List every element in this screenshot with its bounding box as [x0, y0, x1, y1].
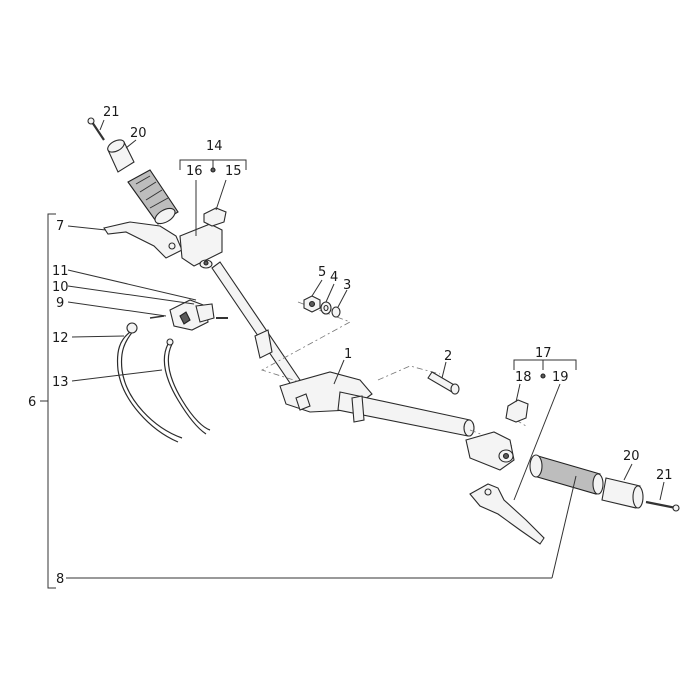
label-9: 9 — [56, 296, 64, 311]
label-13: 13 — [52, 375, 69, 390]
label-20-left: 20 — [130, 126, 147, 141]
label-10: 10 — [52, 280, 69, 295]
label-16: 16 — [186, 164, 203, 179]
label-21-left: 21 — [103, 105, 120, 120]
label-12: 12 — [52, 331, 69, 346]
part-labels: 1 2 3 4 5 6 7 8 9 10 11 12 13 14 15 16 1… — [28, 105, 673, 587]
label-18: 18 — [515, 370, 532, 385]
label-2: 2 — [444, 349, 452, 364]
label-6: 6 — [28, 395, 36, 410]
bar-end-weight-left — [107, 139, 135, 173]
label-17: 17 — [535, 346, 552, 361]
grip-left — [127, 169, 179, 225]
screw-left — [87, 117, 105, 141]
group-dot-14 — [210, 167, 216, 173]
washer-4 — [320, 301, 332, 315]
label-11: 11 — [52, 264, 69, 279]
switch-housing-left — [149, 299, 228, 331]
assembly-guide-lines — [260, 301, 527, 447]
label-14: 14 — [206, 139, 223, 154]
screw-right — [645, 500, 680, 512]
label-19: 19 — [552, 370, 569, 385]
label-7: 7 — [56, 219, 64, 234]
group-bracket-6 — [40, 213, 56, 589]
bar-end-weight-right — [601, 477, 644, 509]
brake-lever-right — [469, 483, 545, 545]
label-1: 1 — [344, 347, 352, 362]
label-20-right: 20 — [623, 449, 640, 464]
washer-3 — [331, 306, 341, 318]
master-cylinder-right — [465, 431, 515, 471]
throttle-cables — [116, 322, 211, 443]
clamp-right — [505, 399, 529, 423]
group-dot-17 — [540, 373, 546, 379]
label-4: 4 — [330, 270, 338, 285]
label-5: 5 — [318, 265, 326, 280]
label-3: 3 — [343, 278, 351, 293]
handlebar-tube — [211, 261, 475, 437]
label-21-right: 21 — [656, 468, 673, 483]
master-cylinder-left — [179, 223, 223, 269]
brake-lever-left — [103, 221, 183, 259]
grip-right — [529, 454, 604, 495]
clamp-left — [203, 207, 227, 227]
leader-lines — [66, 119, 665, 579]
bolt-2 — [427, 371, 460, 395]
nut-5 — [303, 295, 321, 313]
label-15: 15 — [225, 164, 242, 179]
label-8: 8 — [56, 572, 64, 587]
